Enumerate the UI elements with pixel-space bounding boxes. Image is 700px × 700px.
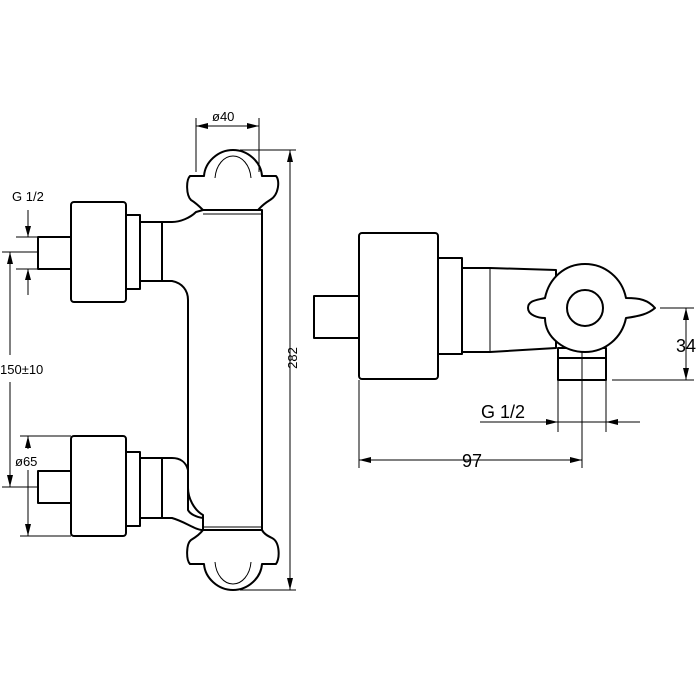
dimension-outlet-height: 34 (612, 307, 696, 381)
dimension-eccentric-diameter: ø65 (15, 435, 71, 537)
label-outlet-thread: G 1/2 (481, 402, 525, 422)
dimension-outlet-thread: G 1/2 (480, 376, 640, 432)
lower-inlet-nut (139, 457, 163, 519)
dimension-diameter-top: ø40 (195, 109, 260, 172)
dimension-height: 282 (240, 149, 300, 591)
lower-bridge (161, 457, 204, 531)
side-inlet-pipe (313, 295, 360, 339)
label-outlet-height: 34 (676, 336, 696, 356)
dimension-center-distance: 150±10 (0, 251, 43, 488)
dimension-inlet-thread: G 1/2 (12, 189, 44, 295)
upper-eccentric-cover (70, 201, 127, 303)
side-view: 34 G 1/2 97 (313, 232, 696, 471)
thermostat-body (161, 209, 263, 531)
label-top-diameter: ø40 (212, 109, 234, 124)
label-inlet-thread: G 1/2 (12, 189, 44, 204)
bottom-handle-cap (186, 529, 280, 591)
upper-inlet-ring (125, 214, 141, 290)
label-height: 282 (285, 347, 300, 369)
top-cap-inner-arc (214, 155, 252, 179)
upper-inlet-nut (139, 221, 163, 282)
lower-inlet-pipe (37, 470, 72, 504)
side-eccentric-cover (358, 232, 439, 380)
side-ring (437, 257, 463, 355)
label-eccentric-diameter: ø65 (15, 454, 37, 469)
lower-inlet-ring (125, 451, 141, 527)
top-handle-cap (186, 149, 280, 211)
upper-inlet-pipe (37, 236, 72, 270)
lower-eccentric-cover (70, 435, 127, 537)
dimension-depth: 97 (358, 352, 583, 471)
side-handle-hub (566, 289, 604, 327)
front-view: ø40 282 G 1/2 1 (0, 109, 300, 591)
bottom-cap-inner-arc (214, 561, 252, 585)
label-depth: 97 (462, 451, 482, 471)
label-center-distance: 150±10 (0, 362, 43, 377)
